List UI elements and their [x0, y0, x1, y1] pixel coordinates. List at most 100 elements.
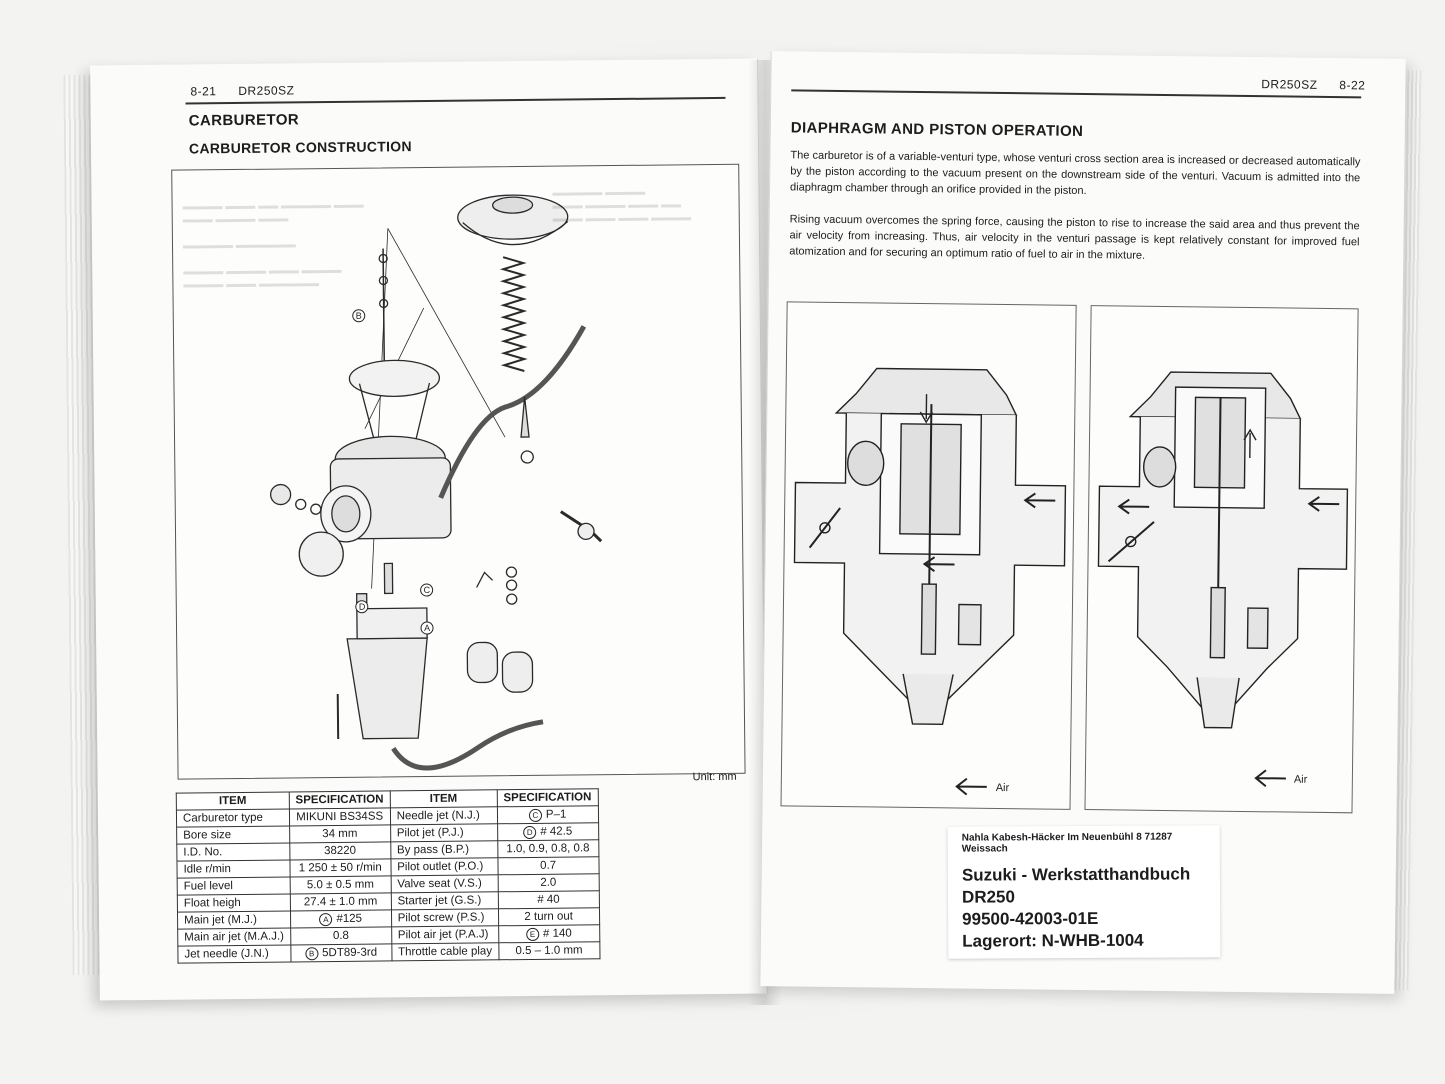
spec-value: 5DT89-3rd	[322, 946, 378, 959]
left-item-cell: Idle r/min	[176, 859, 290, 879]
spec-value: 2 turn out	[524, 910, 574, 924]
left-page: 8-21 DR250SZ CARBURETOR CARBURETOR CONST…	[90, 58, 768, 1001]
header-item-right: ITEM	[389, 789, 498, 808]
left-item-cell: Float heigh	[177, 893, 291, 913]
header-item-left: ITEM	[176, 791, 290, 811]
bleed-through-text-2: ▬▬▬▬▬ ▬▬▬▬▬▬▬ ▬▬▬▬ ▬▬▬ ▬▬▬▬▬ ▬▬▬ ▬▬▬ ▬▬▬…	[552, 186, 692, 225]
paragraph-variable-venturi: The carburetor is of a variable-venturi …	[789, 149, 1361, 198]
left-page-number: 8-21	[190, 84, 217, 99]
section-title-carburetor: CARBURETOR	[188, 111, 300, 130]
right-item-cell: By pass (B.P.)	[390, 840, 498, 859]
right-spec-cell: 0.5 – 1.0 mm	[498, 941, 600, 960]
left-item-cell: Fuel level	[177, 876, 290, 896]
sticker-address: Nahla Kabesh-Häcker Im Neuenbühl 8 71287…	[961, 831, 1173, 855]
section-title-diaphragm: DIAPHRAGM AND PISTON OPERATION	[790, 119, 1084, 140]
callout-d: D	[359, 602, 366, 612]
subsection-title-construction: CARBURETOR CONSTRUCTION	[188, 138, 412, 157]
spec-value: MIKUNI BS34SS	[296, 810, 384, 824]
spec-value: 5.0 ± 0.5 mm	[306, 878, 374, 892]
left-spec-cell: 34 mm	[289, 824, 391, 843]
right-item-cell: Pilot air jet (P.A.J)	[391, 925, 499, 944]
left-spec-cell: 0.8	[290, 926, 392, 945]
right-spec-cell: # 40	[497, 890, 600, 909]
callout-mark: D	[523, 825, 537, 839]
left-spec-cell: 5.0 ± 0.5 mm	[289, 875, 391, 894]
callout-c: C	[424, 585, 431, 595]
header-spec-left: SPECIFICATION	[288, 790, 391, 809]
carburetor-spec-table: ITEM SPECIFICATION ITEM SPECIFICATION Ca…	[175, 788, 601, 964]
header-spec-right: SPECIFICATION	[496, 788, 598, 807]
exploded-view-diagram: ▬▬▬▬ ▬▬▬ ▬▬ ▬▬▬▬▬ ▬▬▬▬▬▬ ▬▬▬▬ ▬▬▬▬▬▬▬▬ ▬…	[171, 163, 746, 780]
right-item-cell: Starter jet (G.S.)	[390, 891, 499, 910]
spec-value: # 40	[537, 893, 560, 906]
right-item-cell: Throttle cable play	[391, 942, 499, 961]
spec-value: 1 250 ± 50 r/min	[298, 861, 382, 875]
right-item-cell: Pilot outlet (P.O.)	[390, 857, 498, 876]
carburetor-section-drawing-a: Air	[793, 367, 1067, 796]
figure-piston-low: Air	[780, 301, 1077, 810]
left-item-cell: Main air jet (M.A.J.)	[177, 927, 291, 947]
spec-value: P–1	[545, 808, 567, 821]
left-item-cell: Jet needle (J.N.)	[177, 944, 291, 964]
unit-label: Unit: mm	[692, 770, 737, 784]
right-page-number: 8-22	[1339, 78, 1366, 93]
callout-mark: E	[525, 927, 540, 941]
sticker-part-number: 99500-42003-01E	[962, 908, 1099, 929]
right-spec-cell: 1.0, 0.9, 0.8, 0.8	[497, 839, 599, 858]
right-page-model: DR250SZ	[1261, 77, 1318, 92]
sticker-model: DR250	[961, 887, 1015, 907]
spec-value: 0.8	[332, 929, 349, 943]
carburetor-exploded-drawing: B C D A	[269, 194, 603, 771]
sticker-location: Lagerort: N-WHB-1004	[962, 930, 1144, 951]
callout-mark: A	[319, 912, 333, 926]
left-spec-cell: MIKUNI BS34SS	[289, 807, 391, 826]
right-item-cell: Valve seat (V.S.)	[390, 874, 498, 893]
left-item-cell: Carburetor type	[176, 808, 290, 828]
right-item-cell: Needle jet (N.J.)	[390, 806, 498, 825]
paragraph-rising-vacuum: Rising vacuum overcomes the spring force…	[789, 213, 1360, 262]
air-label-a: Air	[996, 782, 1010, 794]
right-spec-cell: D# 42.5	[497, 822, 599, 841]
spec-value: 2.0	[540, 876, 557, 889]
callout-a: A	[424, 623, 430, 633]
spec-value: 38220	[323, 844, 357, 858]
left-spec-cell: 38220	[289, 841, 391, 860]
left-header-rule	[185, 96, 726, 105]
left-item-cell: Bore size	[176, 825, 290, 845]
spec-value: # 42.5	[540, 825, 573, 838]
spec-value: # 140	[542, 927, 572, 940]
right-spec-cell: 2.0	[497, 873, 599, 892]
callout-mark: C	[528, 808, 542, 822]
left-item-cell: I.D. No.	[176, 842, 290, 862]
left-spec-cell: 1 250 ± 50 r/min	[289, 858, 391, 877]
bleed-through-text: ▬▬▬▬ ▬▬▬ ▬▬ ▬▬▬▬▬ ▬▬▬▬▬▬ ▬▬▬▬ ▬▬▬▬▬▬▬▬ ▬…	[182, 199, 364, 291]
sticker-title: Suzuki - Werkstatthandbuch	[961, 864, 1191, 885]
spec-value: 27.4 ± 1.0 mm	[303, 895, 378, 909]
callout-mark: B	[305, 946, 319, 960]
left-item-cell: Main jet (M.J.)	[177, 910, 291, 930]
right-item-cell: Pilot screw (P.S.)	[391, 908, 499, 927]
inventory-sticker: Nahla Kabesh-Häcker Im Neuenbühl 8 71287…	[947, 825, 1221, 959]
right-item-cell: Pilot jet (P.J.)	[390, 823, 498, 842]
left-spec-cell: A#125	[290, 909, 392, 928]
left-spec-cell: 27.4 ± 1.0 mm	[289, 892, 392, 911]
carburetor-section-drawing-b: Air	[1097, 371, 1349, 788]
spec-value: 34 mm	[322, 827, 358, 841]
left-page-model: DR250SZ	[238, 83, 295, 98]
right-spec-cell: 2 turn out	[498, 907, 600, 926]
right-spec-cell: E# 140	[498, 924, 600, 943]
spec-value: 0.7	[540, 859, 557, 872]
callout-b: B	[356, 311, 362, 321]
figure-piston-high: Air	[1084, 305, 1359, 814]
right-page: DR250SZ 8-22 DIAPHRAGM AND PISTON OPERAT…	[759, 51, 1406, 994]
spec-value: 1.0, 0.9, 0.8, 0.8	[506, 842, 590, 856]
right-spec-cell: 0.7	[497, 856, 599, 875]
left-page-header: 8-21 DR250SZ	[190, 83, 312, 98]
right-page-header: DR250SZ 8-22	[1261, 77, 1365, 92]
air-label-b: Air	[1294, 774, 1308, 786]
spec-value: 0.5 – 1.0 mm	[515, 944, 583, 958]
spec-value: #125	[336, 912, 363, 925]
